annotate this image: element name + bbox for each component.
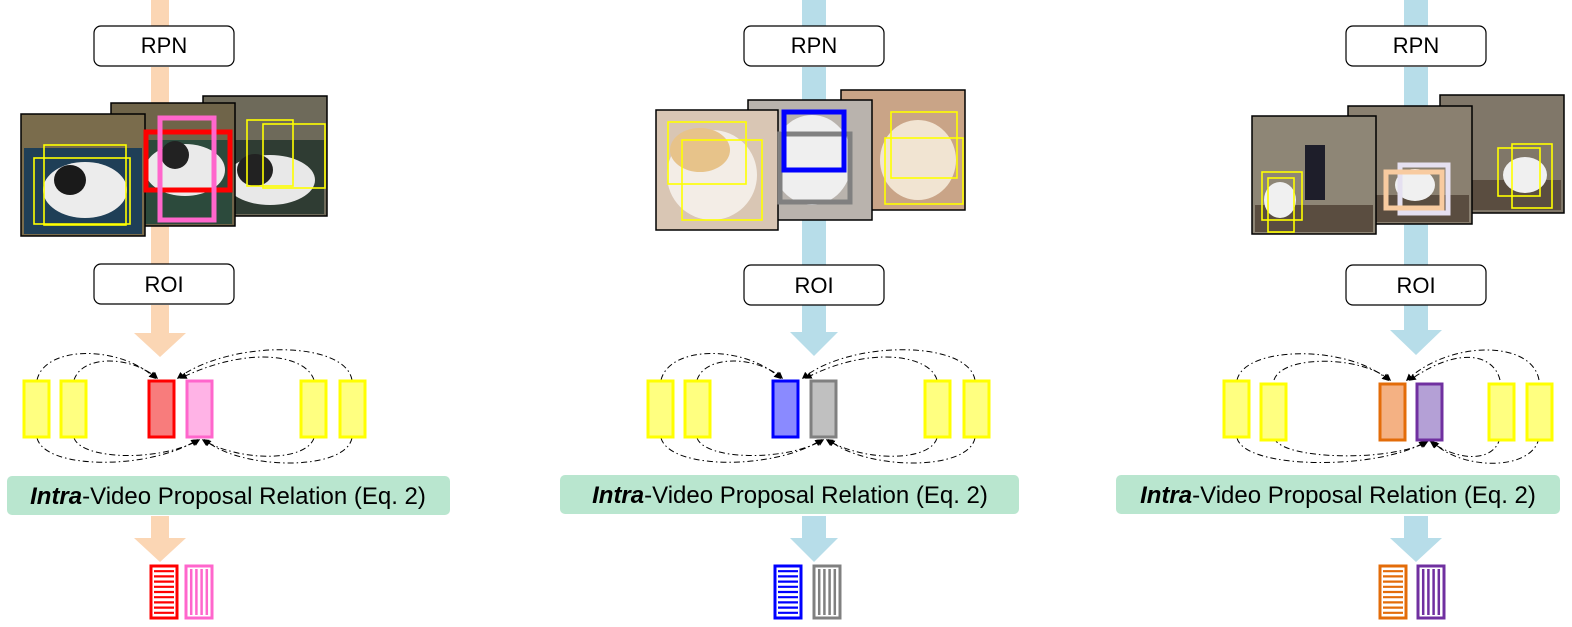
proposal-yellow-3 xyxy=(299,379,328,439)
proposal-relation xyxy=(22,349,367,464)
flow-arrow-top xyxy=(151,0,169,27)
relation-label: Intra-Video Proposal Relation (Eq. 2) xyxy=(30,483,426,510)
flow-arrow-top xyxy=(1404,0,1428,27)
relation-label-bg xyxy=(560,475,1019,514)
output-feature-main xyxy=(1378,564,1408,620)
proposal-second xyxy=(809,379,838,439)
proposal-second xyxy=(1415,382,1444,442)
roi-box xyxy=(1345,264,1487,306)
output-feature-second xyxy=(184,564,214,620)
roi-label: ROI xyxy=(794,273,833,298)
rpn-label: RPN xyxy=(1393,33,1439,58)
flow-arrow-top xyxy=(802,0,826,27)
proposal-main xyxy=(1378,382,1407,442)
flow-arrow-down-2 xyxy=(790,516,838,562)
proposal-relation xyxy=(646,349,991,464)
column-1: RPN ROI xyxy=(7,0,450,620)
proposal-yellow-3 xyxy=(923,379,952,439)
video-frames xyxy=(1251,94,1565,235)
proposal-yellow-4 xyxy=(1525,382,1554,442)
rpn-box xyxy=(1345,25,1487,67)
feature-frame xyxy=(184,564,214,620)
video-frames xyxy=(655,89,966,231)
flow-arrow-down-2 xyxy=(134,516,186,562)
flow-arrow-down-1 xyxy=(790,305,838,356)
relation-label-bg xyxy=(1116,475,1560,514)
proposal-yellow-4 xyxy=(962,379,991,439)
rpn-box xyxy=(93,25,235,67)
feature-frame xyxy=(812,564,842,620)
output-feature-second xyxy=(1416,564,1446,620)
relation-label: Intra-Video Proposal Relation (Eq. 2) xyxy=(592,482,988,509)
proposal-yellow-2 xyxy=(1259,382,1288,442)
proposal-relation xyxy=(1222,349,1554,464)
flow-arrow-down-2 xyxy=(1390,516,1442,562)
rpn-box xyxy=(743,25,885,67)
proposal-yellow-1 xyxy=(646,379,675,439)
feature-frame xyxy=(1416,564,1446,620)
rpn-label: RPN xyxy=(791,33,837,58)
column-2: RPN ROI xyxy=(560,0,1019,620)
proposal-yellow-1 xyxy=(22,379,51,439)
column-3: RPN ROI xyxy=(1116,0,1565,620)
relation-label-bg xyxy=(7,476,450,515)
proposal-main xyxy=(147,379,176,439)
proposal-yellow-3 xyxy=(1487,382,1516,442)
proposal-yellow-2 xyxy=(59,379,88,439)
proposal-second xyxy=(185,379,214,439)
output-feature-main xyxy=(773,564,803,620)
roi-label: ROI xyxy=(1396,273,1435,298)
roi-box xyxy=(743,264,885,306)
roi-label: ROI xyxy=(144,272,183,297)
relation-label: Intra-Video Proposal Relation (Eq. 2) xyxy=(1140,482,1536,509)
proposal-yellow-1 xyxy=(1222,379,1251,439)
video-frames xyxy=(20,95,328,237)
flow-arrow-down-1 xyxy=(134,305,186,357)
roi-box xyxy=(93,263,235,305)
output-feature-second xyxy=(812,564,842,620)
proposal-yellow-4 xyxy=(338,379,367,439)
flow-arrow-down-1 xyxy=(1390,305,1442,355)
proposal-yellow-2 xyxy=(683,379,712,439)
output-feature-main xyxy=(149,564,179,620)
proposal-main xyxy=(771,379,800,439)
rpn-label: RPN xyxy=(141,33,187,58)
